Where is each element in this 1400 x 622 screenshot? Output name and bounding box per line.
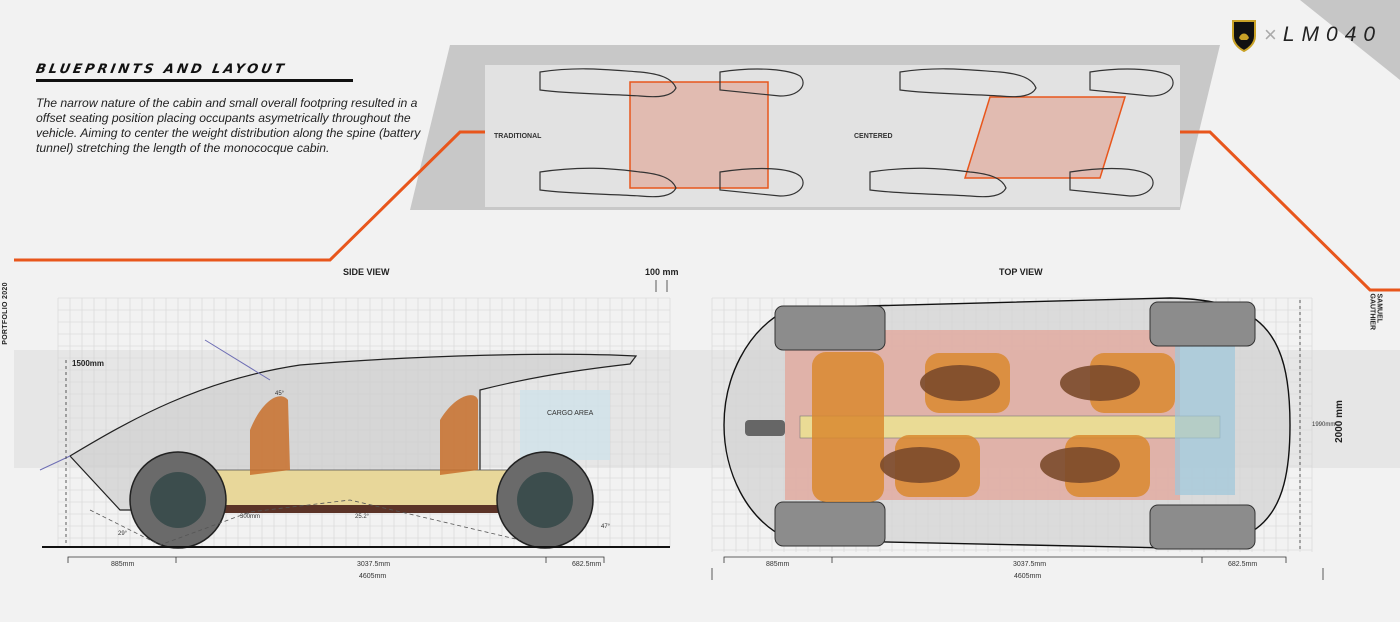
model-name: LM040 <box>1282 23 1383 46</box>
overall-width-label: 2000 mm <box>1333 400 1345 443</box>
author-label: SAMUEL GAUTHIER <box>1368 293 1383 331</box>
top-wheelbase: 3037.5mm <box>1013 561 1047 568</box>
traditional-footprint <box>629 81 769 189</box>
side-view-title: SIDE VIEW <box>343 267 390 277</box>
breakover-angle: 25.2° <box>355 514 370 520</box>
windshield-angle: 45° <box>275 391 285 397</box>
clearance-label: 300mm <box>240 514 261 520</box>
side-rear-overhang: 682.5mm <box>572 561 602 568</box>
top-front-overhang: 885mm <box>766 561 790 568</box>
side-view-car <box>39 339 670 549</box>
brand-separator: × <box>1264 22 1277 47</box>
height-label: 1500mm <box>72 359 105 368</box>
layout-label-centered: CENTERED <box>854 133 893 140</box>
brand-lockup: × LM040 <box>1230 18 1382 52</box>
departure-angle: 47° <box>601 524 611 530</box>
section-heading: BLUEPRINTS AND LAYOUT <box>34 62 288 77</box>
top-view-car <box>723 297 1291 550</box>
lamborghini-shield-icon <box>1232 20 1256 52</box>
side-wheelbase: 3037.5mm <box>357 561 391 568</box>
side-front-overhang: 885mm <box>111 561 135 568</box>
top-overall-length: 4605mm <box>1014 573 1042 580</box>
orange-guide-left <box>14 130 485 262</box>
cargo-area-label: CARGO AREA <box>547 410 594 417</box>
scale-label: 100 mm <box>645 267 679 277</box>
corner-shape <box>1300 0 1400 80</box>
layout-label-traditional: TRADITIONAL <box>494 133 542 140</box>
dimension-lines <box>65 280 1324 580</box>
heading-underline <box>36 79 353 82</box>
centered-footprint <box>963 96 1127 179</box>
seat-outlines <box>539 68 1174 198</box>
approach-angle: 29° <box>118 531 128 537</box>
top-rear-overhang: 682.5mm <box>1228 561 1258 568</box>
orange-guide-right <box>1180 130 1400 292</box>
width-label: 1990mm <box>1312 422 1336 428</box>
side-overall-length: 4605mm <box>359 573 387 580</box>
top-view-title: TOP VIEW <box>999 267 1043 277</box>
portfolio-label: PORTFOLIO 2020 <box>1 282 9 345</box>
section-description: The narrow nature of the cabin and small… <box>36 96 421 155</box>
